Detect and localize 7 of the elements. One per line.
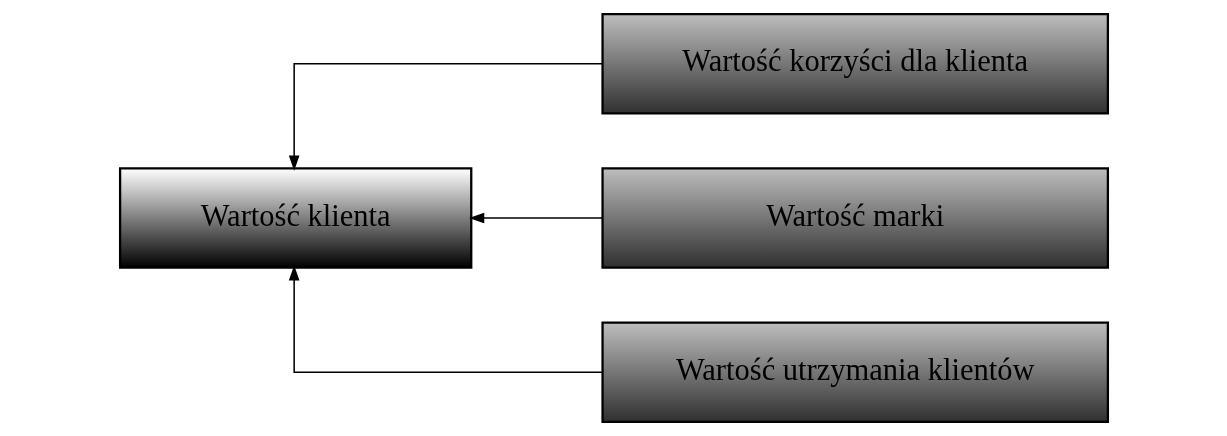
node-box: Wartość utrzymania klientów	[600, 321, 1109, 423]
arrow	[288, 265, 603, 373]
arrow	[288, 63, 603, 171]
arrow	[468, 212, 603, 224]
node-box: Wartość marki	[600, 167, 1109, 269]
node-box: Wartość klienta	[118, 167, 472, 269]
node-box: Wartość korzyści dla klienta	[600, 13, 1109, 115]
